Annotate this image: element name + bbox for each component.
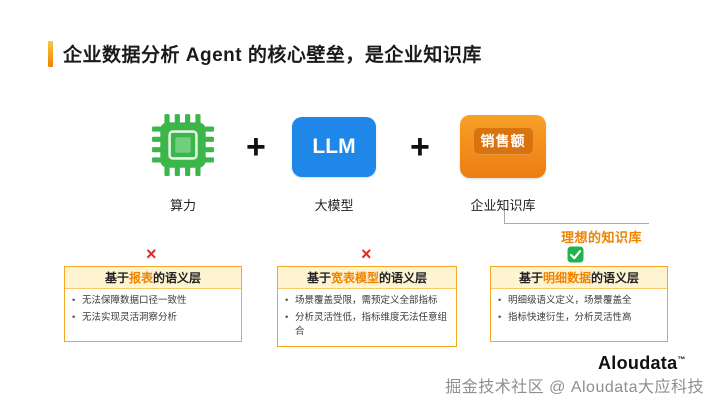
box-header-suffix: 的语义层 <box>379 271 428 285</box>
box-header-prefix: 基于 <box>518 271 543 285</box>
bullet-item: 指标快速衍生，分析灵活性高 <box>497 311 661 326</box>
box-header-suffix: 的语义层 <box>153 271 202 285</box>
trademark-symbol: ™ <box>677 355 686 364</box>
box-header-highlight: 明细数据 <box>542 271 591 285</box>
llm-icon-label: LLM <box>312 135 356 158</box>
box-header-highlight: 报表 <box>128 271 153 285</box>
plus-sign: + <box>410 128 430 166</box>
box-header: 基于报表的语义层 <box>65 267 241 289</box>
red-cross-icon: × <box>361 244 372 264</box>
connector-horizontal-line <box>504 223 649 224</box>
box-bullet-list: 场景覆盖受限，需预定义全部指标 分析灵活性低，指标维度无法任意组合 <box>284 294 450 340</box>
box-header: 基于明细数据的语义层 <box>491 267 667 289</box>
bullet-item: 场景覆盖受限，需预定义全部指标 <box>284 294 450 309</box>
cpu-chip-icon <box>150 112 216 178</box>
title-accent-bar <box>48 40 53 67</box>
box-bullet-list: 无法保障数据口径一致性 无法实现灵活洞察分析 <box>71 294 235 325</box>
label-enterprise-knowledge-base: 企业知识库 <box>470 198 536 213</box>
box-header-prefix: 基于 <box>104 271 129 285</box>
aloudata-logo-text: Aloudata <box>598 353 678 373</box>
bullet-item: 明细级语义定义，场景覆盖全 <box>497 294 661 309</box>
llm-icon: LLM <box>292 117 376 177</box>
box-header: 基于宽表模型的语义层 <box>278 267 456 289</box>
ideal-knowledge-base-label: 理想的知识库 <box>561 230 643 245</box>
connector-vertical-line <box>504 211 505 223</box>
box-header-suffix: 的语义层 <box>591 271 640 285</box>
label-computing-power: 算力 <box>169 198 196 213</box>
green-check-icon <box>567 246 584 263</box>
plus-sign: + <box>246 128 266 166</box>
title-row: 企业数据分析 Agent 的核心壁垒，是企业知识库 <box>48 40 482 67</box>
aloudata-logo: Aloudata™ <box>598 353 686 374</box>
box-header-prefix: 基于 <box>306 271 331 285</box>
bullet-item: 无法保障数据口径一致性 <box>71 294 235 309</box>
label-large-model: 大模型 <box>314 198 354 213</box>
knowledge-base-icon: 销售额 <box>460 115 546 178</box>
box-header-highlight: 宽表模型 <box>330 271 379 285</box>
bullet-item: 无法实现灵活洞察分析 <box>71 311 235 326</box>
box-bullet-list: 明细级语义定义，场景覆盖全 指标快速衍生，分析灵活性高 <box>497 294 661 325</box>
page-title: 企业数据分析 Agent 的核心壁垒，是企业知识库 <box>63 45 482 66</box>
bullet-item: 分析灵活性低，指标维度无法任意组合 <box>284 311 450 340</box>
knowledge-base-icon-label: 销售额 <box>472 127 534 155</box>
watermark-text: 掘金技术社区 @ Aloudata大应科技 <box>445 379 704 396</box>
red-cross-icon: × <box>146 244 157 264</box>
